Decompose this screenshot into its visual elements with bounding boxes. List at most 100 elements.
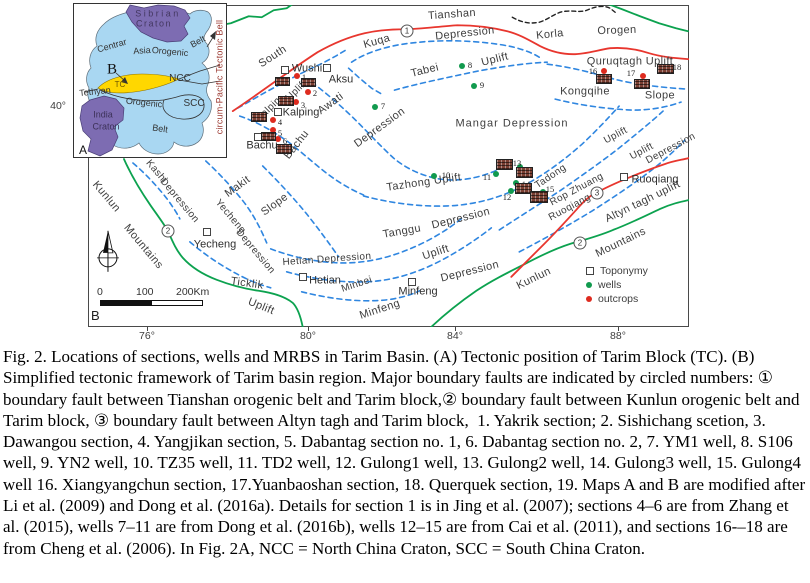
map-b-corner-label: B xyxy=(91,308,100,323)
inset-label-craton: Craton xyxy=(92,121,120,132)
toponym-label-hetian: Hetian xyxy=(309,274,341,287)
toponym-label-yecheng: Yecheng xyxy=(193,238,237,251)
well-number-7: 7 xyxy=(380,100,386,111)
toponym-marker-yecheng xyxy=(203,228,211,236)
latitude-label: 40° xyxy=(50,100,66,112)
mrbs-marker xyxy=(275,77,290,86)
well-marker-9 xyxy=(471,83,477,89)
well-marker-12 xyxy=(508,188,514,194)
axis-tick-80 xyxy=(308,327,309,331)
region-label-slope: Slope xyxy=(644,89,676,102)
region-label-mangar-depression: Mangar Depression xyxy=(455,117,569,130)
unit-boundary-lines xyxy=(132,40,688,302)
axis-label-80: 80° xyxy=(300,330,316,342)
toponym-label-ruoqiang: Ruoqiang xyxy=(631,173,679,186)
legend-row-outcrops: outcrops xyxy=(586,292,648,306)
outcrop-number-18: 18 xyxy=(672,61,682,72)
legend-label-outcrops: outcrops xyxy=(598,293,639,305)
inset-label-ncc: NCC xyxy=(169,73,191,84)
outcrop-number-2: 2 xyxy=(312,87,318,98)
inset-label-a: A xyxy=(78,143,88,157)
mrbs-marker xyxy=(515,183,532,194)
mrbs-marker xyxy=(276,144,292,154)
toponym-marker-aksu xyxy=(323,64,331,72)
map-legend: Toponymy wells outcrops xyxy=(586,264,648,306)
axis-label-88: 88° xyxy=(610,330,626,342)
well-marker-11 xyxy=(493,171,499,177)
well-number-11: 11 xyxy=(482,171,492,182)
fault-number-badge-3: 3 xyxy=(590,186,604,200)
mrbs-marker xyxy=(496,159,513,170)
legend-label-wells: wells xyxy=(598,279,622,291)
scale-label-200km: 200Km xyxy=(176,286,210,298)
fault-number-badge-2: 2 xyxy=(161,224,175,238)
axis-tick-76 xyxy=(147,327,148,331)
well-marker-8 xyxy=(459,63,465,69)
compass-icon xyxy=(96,230,119,272)
inset-label-asia: Asia xyxy=(132,44,152,57)
well-number-9: 9 xyxy=(479,79,485,90)
outcrop-dot-icon xyxy=(586,296,592,302)
outcrop-number-1: 1 xyxy=(301,71,307,82)
toponym-marker-wushi xyxy=(281,66,289,74)
axis-tick-84 xyxy=(455,327,456,331)
axis-tick-88 xyxy=(618,327,619,331)
mrbs-marker xyxy=(657,64,674,74)
inset-label-tc: TC xyxy=(114,80,126,89)
outcrop-marker-1 xyxy=(294,73,300,79)
axis-label-84: 84° xyxy=(447,330,463,342)
mrbs-marker xyxy=(301,78,316,87)
inset-label-craton: Craton xyxy=(135,18,173,29)
toponym-label-bachu: Bachu xyxy=(246,139,278,152)
black-dashed-boundary xyxy=(511,5,616,24)
region-label-orogen: Orogen xyxy=(597,23,637,38)
fault-number-badge-2: 2 xyxy=(573,236,587,250)
well-number-13: 13 xyxy=(512,157,522,168)
outcrop-marker-17 xyxy=(640,73,646,79)
outcrop-number-3: 3 xyxy=(300,99,306,110)
inset-label-scc: SCC xyxy=(183,98,205,109)
india-craton-shape xyxy=(79,95,125,157)
outcrop-marker-4 xyxy=(270,117,276,123)
toponym-label-kalping: Kalping xyxy=(282,106,320,119)
toponym-marker-ruoqiang xyxy=(620,173,628,181)
well-marker-10 xyxy=(431,173,437,179)
belt-arrow-icon xyxy=(210,31,216,40)
mrbs-marker xyxy=(516,167,533,178)
toponym-label-minfeng: Minfeng xyxy=(398,285,438,298)
outcrop-number-17: 17 xyxy=(626,67,636,78)
map-lines-svg xyxy=(88,5,689,327)
b-arrow-icon xyxy=(121,77,128,84)
well-dot-icon xyxy=(586,282,592,288)
outcrop-number-5: 5 xyxy=(277,127,283,138)
well-number-10: 10 xyxy=(441,169,451,180)
mrbs-marker xyxy=(261,132,276,141)
fault-number-badge-1: 1 xyxy=(400,24,414,38)
axis-label-76: 76° xyxy=(139,330,155,342)
legend-label-toponymy: Toponymy xyxy=(600,265,648,277)
region-label-quruqtagh-uplift: Quruqtagh Uplift xyxy=(586,55,674,68)
scale-bar-white-segment xyxy=(151,300,203,306)
outcrop-marker-3 xyxy=(293,99,299,105)
outcrop-marker-16 xyxy=(601,68,607,74)
inset-label-circum-pacific-tectonic-bell: circum-Pacific Tectonic Bell xyxy=(214,19,225,135)
scale-label-100: 100 xyxy=(136,286,154,298)
scale-bar-black-segment xyxy=(100,300,151,306)
figure-caption: Fig. 2. Locations of sections, wells and… xyxy=(3,347,810,558)
mrbs-marker xyxy=(278,96,294,106)
siberian-craton-shape xyxy=(125,4,191,43)
outcrop-number-4: 4 xyxy=(277,116,283,127)
outcrop-marker-2 xyxy=(305,89,311,95)
legend-row-wells: wells xyxy=(586,278,648,292)
inset-shapes-svg xyxy=(79,4,221,157)
outcrop-marker-5 xyxy=(270,127,276,133)
well-marker-7 xyxy=(372,104,378,110)
toponym-label-aksu: Aksu xyxy=(328,73,354,86)
mrbs-marker xyxy=(251,112,267,122)
legend-row-toponymy: Toponymy xyxy=(586,264,648,278)
toponym-marker-kalping xyxy=(274,108,282,116)
well-number-12: 12 xyxy=(502,191,512,202)
toponymy-square-icon xyxy=(586,267,594,275)
well-number-15: 15 xyxy=(545,183,555,194)
outcrop-marker-6 xyxy=(275,136,281,142)
